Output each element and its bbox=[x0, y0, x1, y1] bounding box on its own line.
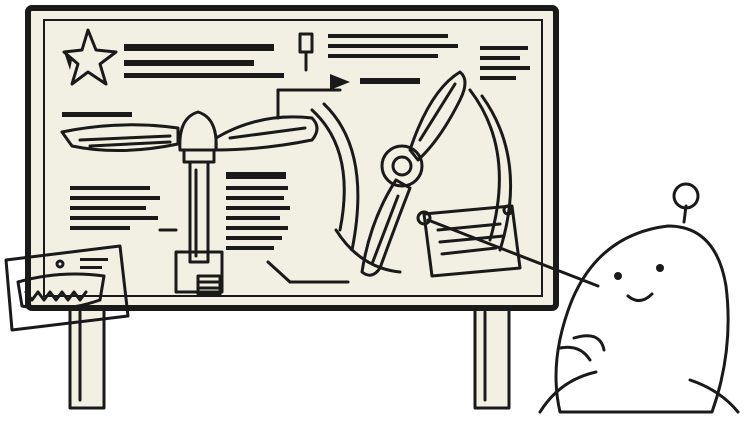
tower-diagram bbox=[174, 110, 224, 296]
mascot-character bbox=[538, 182, 740, 414]
whiteboard bbox=[25, 5, 559, 311]
sticky-note-icon bbox=[422, 204, 522, 278]
right-wing-diagram bbox=[214, 88, 342, 152]
star-logo-icon bbox=[62, 28, 118, 86]
propeller-icon bbox=[360, 70, 467, 277]
board-legs bbox=[68, 298, 511, 410]
left-text-block bbox=[70, 186, 178, 232]
dinosaur-jaw-icon bbox=[4, 244, 130, 332]
top-notes bbox=[298, 32, 530, 90]
heading-text-lines bbox=[124, 44, 284, 78]
pointer-stick-icon bbox=[416, 210, 600, 288]
middle-text-block bbox=[226, 172, 350, 284]
wing-blade-diagram bbox=[60, 112, 180, 153]
